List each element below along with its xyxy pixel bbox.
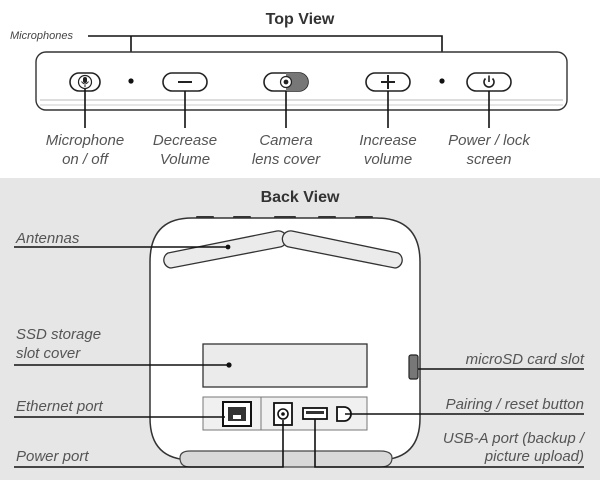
pairing-reset-button (336, 406, 352, 422)
power-icon (483, 75, 495, 88)
back-view: Back View (0, 178, 600, 480)
microphones-label: Microphones (10, 30, 73, 42)
microphone-label-line2: on / off (62, 151, 110, 168)
increase-volume-label-line1: Increase (359, 132, 417, 149)
power-label-line1: Power / lock (448, 132, 531, 149)
usb-leader (314, 419, 584, 468)
ethernet-label: Ethernet port (16, 398, 104, 415)
antennas-label: Antennas (15, 230, 80, 247)
microphone-button[interactable] (69, 72, 101, 92)
power-lock-button[interactable] (466, 72, 512, 92)
top-view: Top View Microphones (10, 11, 568, 168)
plus-icon (381, 75, 395, 89)
power-port-label: Power port (16, 448, 89, 465)
pairing-label: Pairing / reset button (446, 396, 584, 413)
camera-lens-cover-slider[interactable] (263, 72, 309, 92)
usb-label-line1: USB-A port (backup / (443, 430, 586, 447)
microsd-slot (408, 354, 419, 380)
decrease-volume-label-line2: Volume (160, 151, 210, 168)
top-view-title: Top View (266, 11, 335, 28)
increase-volume-label-line2: volume (364, 151, 412, 168)
camera-label-line1: Camera (259, 132, 312, 149)
power-port (273, 402, 293, 426)
microphone-hole-right (439, 78, 445, 84)
camera-label-line2: lens cover (252, 151, 321, 168)
usb-label-line2: picture upload) (484, 448, 584, 465)
decrease-volume-label-line1: Decrease (153, 132, 217, 149)
microsd-label: microSD card slot (466, 351, 585, 368)
increase-volume-button[interactable] (365, 72, 411, 92)
ssd-label-line2: slot cover (16, 345, 81, 362)
antenna-right (281, 230, 403, 269)
microphone-hole-left (128, 78, 134, 84)
back-view-title: Back View (261, 189, 340, 206)
device-stand (179, 450, 393, 468)
ethernet-port (222, 401, 252, 427)
microphone-label-line1: Microphone (46, 132, 124, 149)
power-leader (14, 420, 284, 468)
camera-icon (279, 75, 293, 89)
ssd-label-line1: SSD storage (16, 326, 101, 343)
microphone-icon (81, 77, 89, 87)
antenna-left (163, 230, 288, 269)
decrease-volume-button[interactable] (162, 72, 208, 92)
power-label-line2: screen (466, 151, 511, 168)
usb-a-port (302, 407, 328, 420)
